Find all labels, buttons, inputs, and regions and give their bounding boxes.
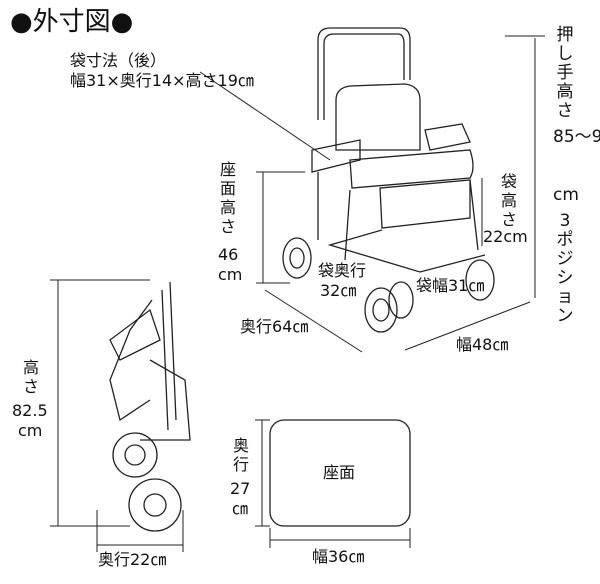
seat-label: 座面 <box>323 463 356 482</box>
seat-depth-unit: ㎝ <box>232 499 249 518</box>
bag-width-label: 袋幅31㎝ <box>416 276 485 295</box>
seat-height-label: 座面高さ <box>219 160 236 236</box>
width-label: 幅48㎝ <box>456 335 509 354</box>
folded-height-value: 82.5 <box>12 401 48 420</box>
bag-size-dims: 幅31×奥行14×高さ19㎝ <box>70 71 254 90</box>
seat-height-value: 46 <box>218 245 239 264</box>
seat-width-label: 幅36㎝ <box>312 547 365 566</box>
bag-height-label: 袋高さ <box>500 172 517 229</box>
seat-depth-label: 奥行 <box>232 436 249 474</box>
depth-label: 奥行64㎝ <box>240 317 309 336</box>
walker-illustration <box>282 27 495 333</box>
bag-size-label: 袋寸法（後） <box>70 51 167 70</box>
page-title: ●外寸図● <box>10 7 134 37</box>
handle-height-label: 押し手高さ <box>556 25 574 121</box>
handle-height-value: 85～91 <box>553 127 600 147</box>
seat-height-unit: cm <box>218 265 243 284</box>
bag-depth-value: 32㎝ <box>320 281 357 300</box>
seat-depth-value: 27 <box>230 479 251 498</box>
bag-height-value: 22cm <box>483 227 528 246</box>
seat-outline <box>269 419 411 527</box>
folded-height-unit: cm <box>18 421 43 440</box>
folded-depth-label: 奥行22㎝ <box>98 550 167 569</box>
folded-walker-illustration <box>109 281 191 532</box>
bag-depth-label: 袋奥行 <box>318 261 367 280</box>
handle-position-note: 3ポジション <box>556 211 574 326</box>
handle-height-unit: cm <box>553 185 579 205</box>
folded-height-label: 高さ <box>22 358 39 396</box>
